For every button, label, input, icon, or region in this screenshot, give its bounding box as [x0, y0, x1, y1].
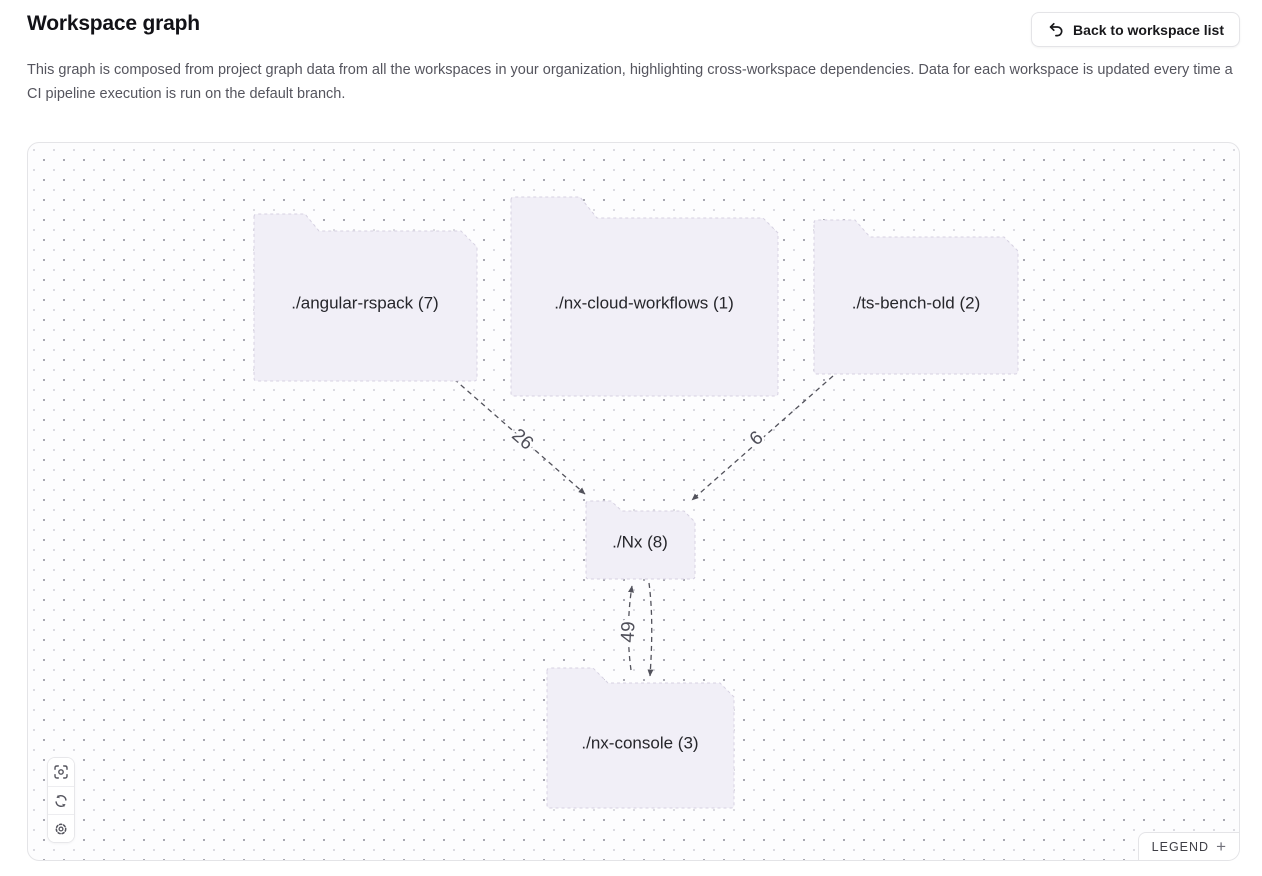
- legend-label: LEGEND: [1151, 839, 1210, 854]
- legend-button[interactable]: LEGEND +: [1137, 832, 1239, 860]
- node-label-nx: ./Nx (8): [612, 532, 668, 551]
- node-label-ts-bench-old: ./ts-bench-old (2): [852, 293, 981, 312]
- edge-ts-bench-old-to-nx[interactable]: [691, 375, 834, 501]
- plus-icon: +: [1216, 836, 1226, 856]
- refresh-icon: [53, 793, 69, 809]
- back-button-label: Back to workspace list: [1073, 21, 1224, 38]
- edge-nx-to-nx-console[interactable]: [647, 582, 654, 677]
- node-nx[interactable]: ./Nx (8): [585, 500, 696, 580]
- page-description: This graph is composed from project grap…: [27, 62, 1233, 102]
- node-angular-rspack[interactable]: ./angular-rspack (7): [253, 213, 478, 382]
- edge-angular-rspack-to-nx[interactable]: [453, 378, 586, 495]
- edge-nx-console-to-nx[interactable]: [627, 585, 634, 671]
- page-title: Workspace graph: [27, 12, 200, 35]
- undo-arrow-icon: [1047, 21, 1064, 38]
- edge-label-49: 49: [617, 621, 639, 643]
- refresh-button[interactable]: [48, 786, 74, 814]
- page-header: Workspace graph Back to workspace list: [27, 12, 1240, 47]
- workspace-graph-canvas[interactable]: 26 6 49 ./angular-rspack (7) ./nx-cloud-…: [27, 142, 1240, 861]
- node-label-angular-rspack: ./angular-rspack (7): [291, 293, 438, 312]
- gear-icon: [53, 821, 69, 837]
- node-label-nx-console: ./nx-console (3): [581, 733, 698, 752]
- focus-icon: [53, 764, 69, 780]
- graph-toolbar: [47, 757, 75, 843]
- settings-button[interactable]: [48, 814, 74, 842]
- node-nx-cloud-workflows[interactable]: ./nx-cloud-workflows (1): [510, 196, 779, 397]
- edge-label-6: 6: [746, 427, 768, 450]
- graph-nodes: ./angular-rspack (7) ./nx-cloud-workflow…: [253, 196, 1019, 809]
- node-ts-bench-old[interactable]: ./ts-bench-old (2): [813, 219, 1019, 375]
- focus-view-button[interactable]: [48, 758, 74, 786]
- node-label-nx-cloud-workflows: ./nx-cloud-workflows (1): [554, 293, 734, 312]
- back-to-workspace-list-button[interactable]: Back to workspace list: [1031, 12, 1240, 47]
- node-nx-console[interactable]: ./nx-console (3): [546, 667, 735, 809]
- graph-svg: 26 6 49 ./angular-rspack (7) ./nx-cloud-…: [253, 196, 1019, 809]
